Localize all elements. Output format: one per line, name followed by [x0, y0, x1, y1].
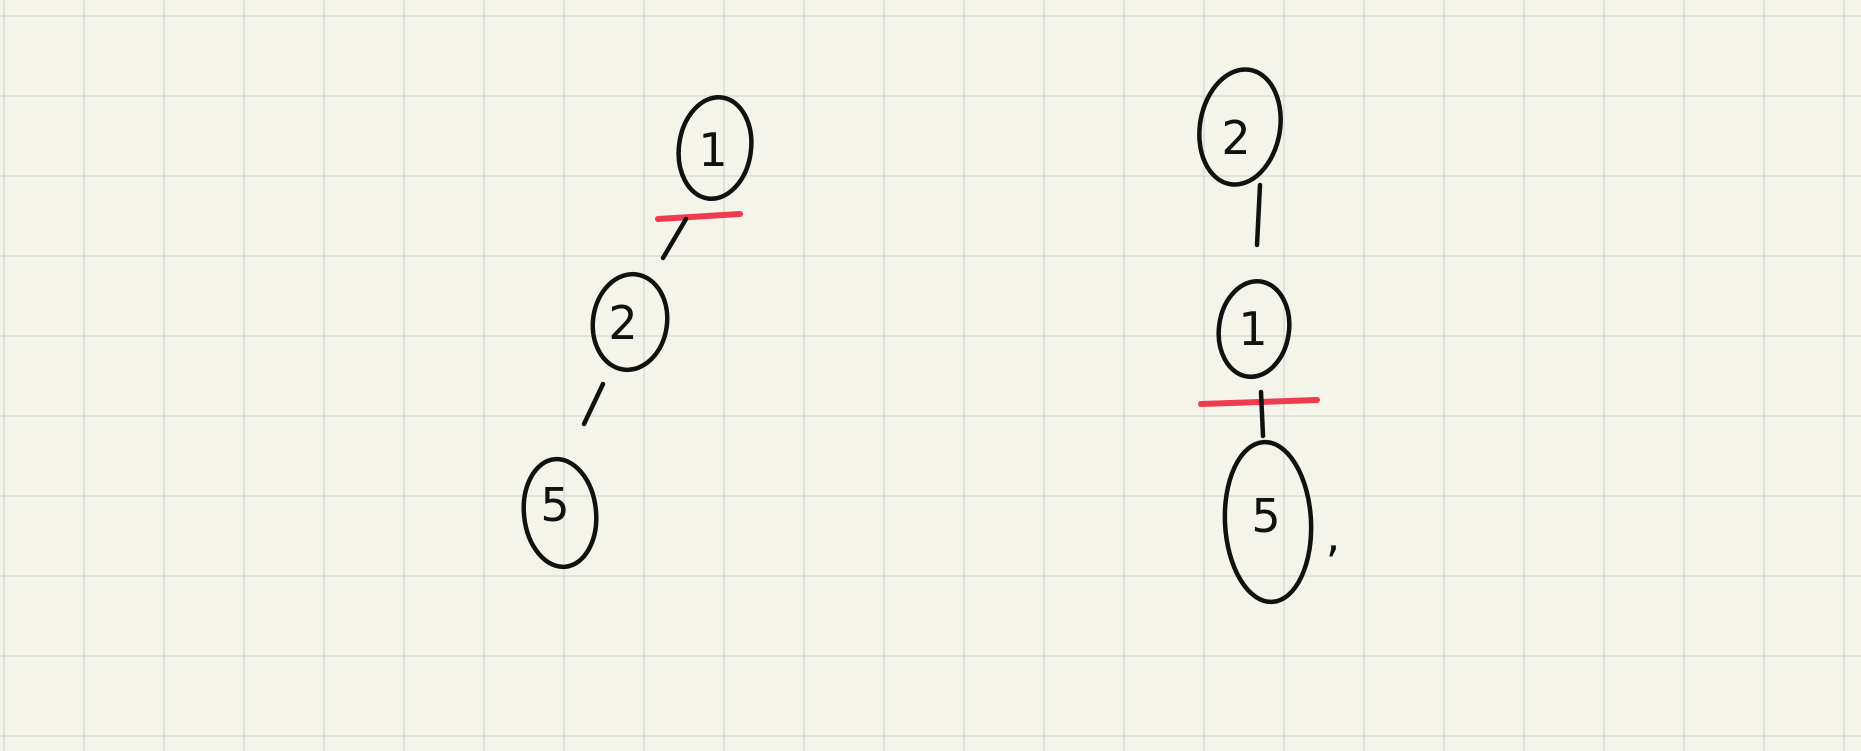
tree-after: 2 1 5 , — [1197, 67, 1341, 605]
tree-node: 2 — [1197, 67, 1283, 187]
node-label: 2 — [608, 296, 637, 350]
tree-node: 5 — [521, 456, 599, 570]
tree-node: 2 — [590, 271, 670, 373]
node-label: 2 — [1221, 111, 1250, 165]
node-label: 5 — [1251, 489, 1280, 543]
node-circle — [1216, 278, 1292, 380]
trailing-comma: , — [1326, 508, 1341, 562]
tree-node: 1 — [676, 94, 754, 202]
node-circle — [1197, 67, 1283, 187]
node-label: 1 — [1238, 302, 1267, 356]
tree-node: 5 — [1222, 439, 1314, 605]
tree-edge — [1254, 182, 1263, 248]
node-circle — [1222, 439, 1314, 605]
node-label: 5 — [540, 478, 569, 532]
highlight-stroke — [1198, 397, 1320, 407]
tree-before: 1 2 5 — [521, 94, 754, 570]
tree-edge — [581, 381, 606, 427]
tree-edge — [660, 216, 689, 261]
highlight-stroke — [655, 211, 743, 222]
node-label: 1 — [698, 123, 727, 177]
tree-node: 1 — [1216, 278, 1292, 380]
tree-edge — [1258, 389, 1266, 439]
node-circle — [676, 94, 754, 202]
node-circle — [521, 456, 599, 570]
node-circle — [590, 271, 670, 373]
